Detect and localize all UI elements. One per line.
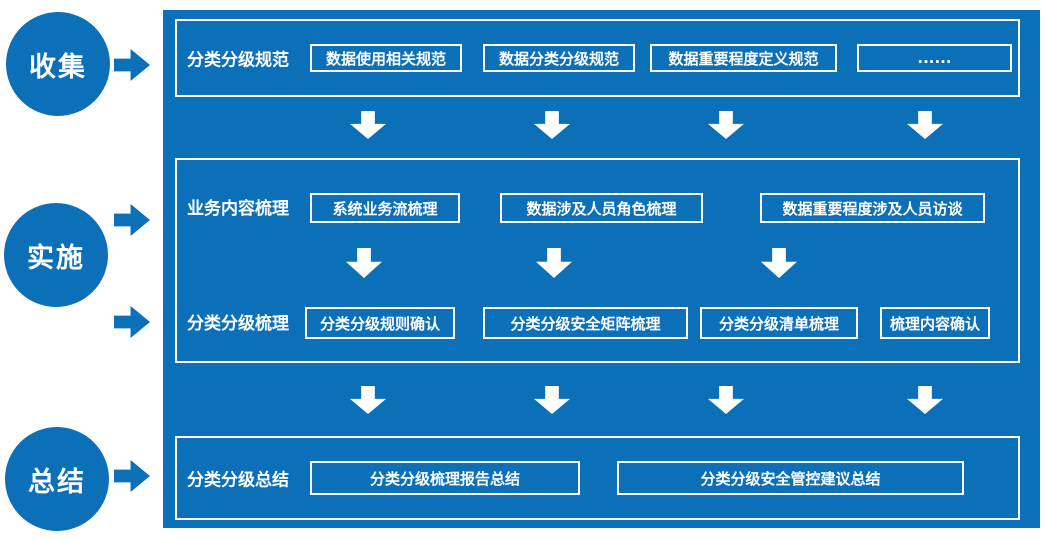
process-box: 系统业务流梳理 bbox=[310, 193, 460, 223]
right-arrow-icon bbox=[114, 306, 150, 338]
stage-label-collect: 收集 bbox=[29, 51, 87, 83]
down-arrow-icon bbox=[708, 111, 744, 139]
down-arrow-icon bbox=[534, 111, 570, 139]
section-implementation: 业务内容梳理 系统业务流梳理 数据涉及人员角色梳理 数据重要程度涉及人员访谈 分… bbox=[175, 158, 1020, 363]
down-arrow-icon bbox=[536, 248, 572, 278]
down-arrow-icon bbox=[907, 111, 943, 139]
down-arrow-icon bbox=[534, 386, 570, 414]
process-box: 梳理内容确认 bbox=[880, 307, 990, 339]
process-panel: 分类分级规范 数据使用相关规范 数据分类分级规范 数据重要程度定义规范 ....… bbox=[163, 10, 1040, 528]
down-arrow-icon bbox=[350, 386, 386, 414]
stage-circle-implement: 实施 bbox=[4, 203, 108, 307]
process-box: 分类分级清单梳理 bbox=[700, 307, 858, 339]
stage-circle-summarize: 总结 bbox=[5, 427, 109, 531]
process-box: 数据分类分级规范 bbox=[483, 44, 635, 72]
process-box-ellipsis: ...... bbox=[857, 44, 1012, 72]
process-box: 分类分级安全管控建议总结 bbox=[617, 461, 964, 495]
section-standards-label: 分类分级规范 bbox=[187, 50, 289, 71]
right-arrow-icon bbox=[114, 460, 150, 492]
process-box: 分类分级规则确认 bbox=[305, 307, 455, 339]
right-arrow-icon bbox=[114, 49, 150, 81]
stage-label-implement: 实施 bbox=[27, 242, 85, 274]
process-box: 数据使用相关规范 bbox=[310, 44, 462, 72]
business-content-label: 业务内容梳理 bbox=[187, 199, 289, 219]
right-arrow-icon bbox=[114, 204, 150, 236]
process-box: 数据重要程度涉及人员访谈 bbox=[760, 193, 985, 223]
stage-label-summarize: 总结 bbox=[28, 466, 86, 498]
down-arrow-icon bbox=[350, 111, 386, 139]
section-summary: 分类分级总结 分类分级梳理报告总结 分类分级安全管控建议总结 bbox=[175, 436, 1020, 520]
down-arrow-icon bbox=[761, 248, 797, 278]
process-box: 数据涉及人员角色梳理 bbox=[500, 193, 703, 223]
down-arrow-icon bbox=[907, 386, 943, 414]
process-box: 数据重要程度定义规范 bbox=[650, 44, 837, 72]
process-box: 分类分级安全矩阵梳理 bbox=[483, 307, 688, 339]
down-arrow-icon bbox=[346, 248, 382, 278]
section-standards: 分类分级规范 数据使用相关规范 数据分类分级规范 数据重要程度定义规范 ....… bbox=[175, 19, 1020, 97]
process-box: 分类分级梳理报告总结 bbox=[310, 461, 580, 495]
down-arrow-icon bbox=[708, 386, 744, 414]
stage-circle-collect: 收集 bbox=[6, 12, 110, 116]
classification-sorting-label: 分类分级梳理 bbox=[187, 314, 289, 334]
summary-label: 分类分级总结 bbox=[187, 470, 289, 491]
